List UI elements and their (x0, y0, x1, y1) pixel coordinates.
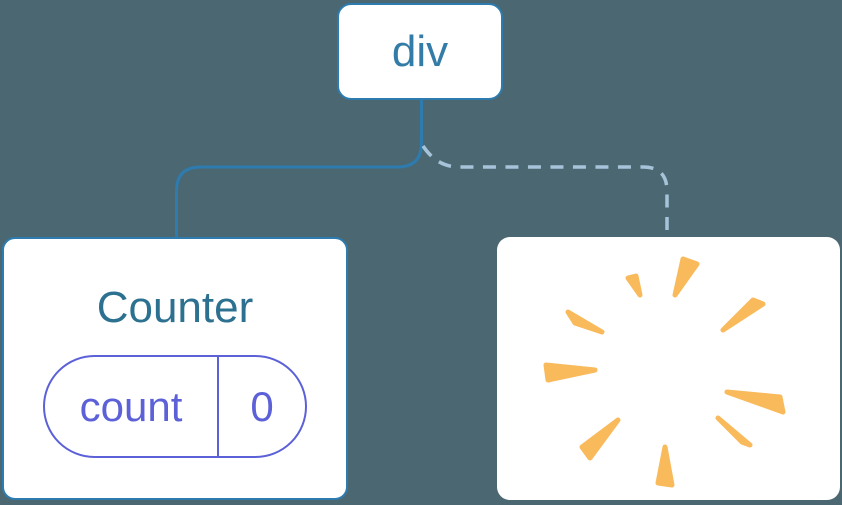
poof-ray (579, 417, 621, 461)
div-node-label: div (391, 26, 449, 76)
counter-card: Counter count 0 (2, 237, 348, 500)
poof-ray (625, 273, 643, 298)
counter-title: Counter (96, 283, 254, 332)
removed-node-card (497, 237, 840, 500)
poof-ray (565, 309, 605, 335)
poof-ray (720, 297, 766, 333)
state-value: 0 (217, 357, 305, 456)
state-key-label: count (79, 382, 183, 430)
div-node: div (337, 3, 503, 100)
poof-icon (543, 256, 786, 488)
poof-ray (724, 389, 786, 415)
state-pill: count 0 (43, 355, 307, 458)
poof-ray (715, 415, 753, 448)
poof-ray (543, 362, 598, 383)
edge-div-to-removed (421, 145, 669, 236)
poof-ray (672, 256, 700, 298)
edge-div-to-counter (175, 99, 423, 237)
poof-ray (655, 444, 675, 488)
